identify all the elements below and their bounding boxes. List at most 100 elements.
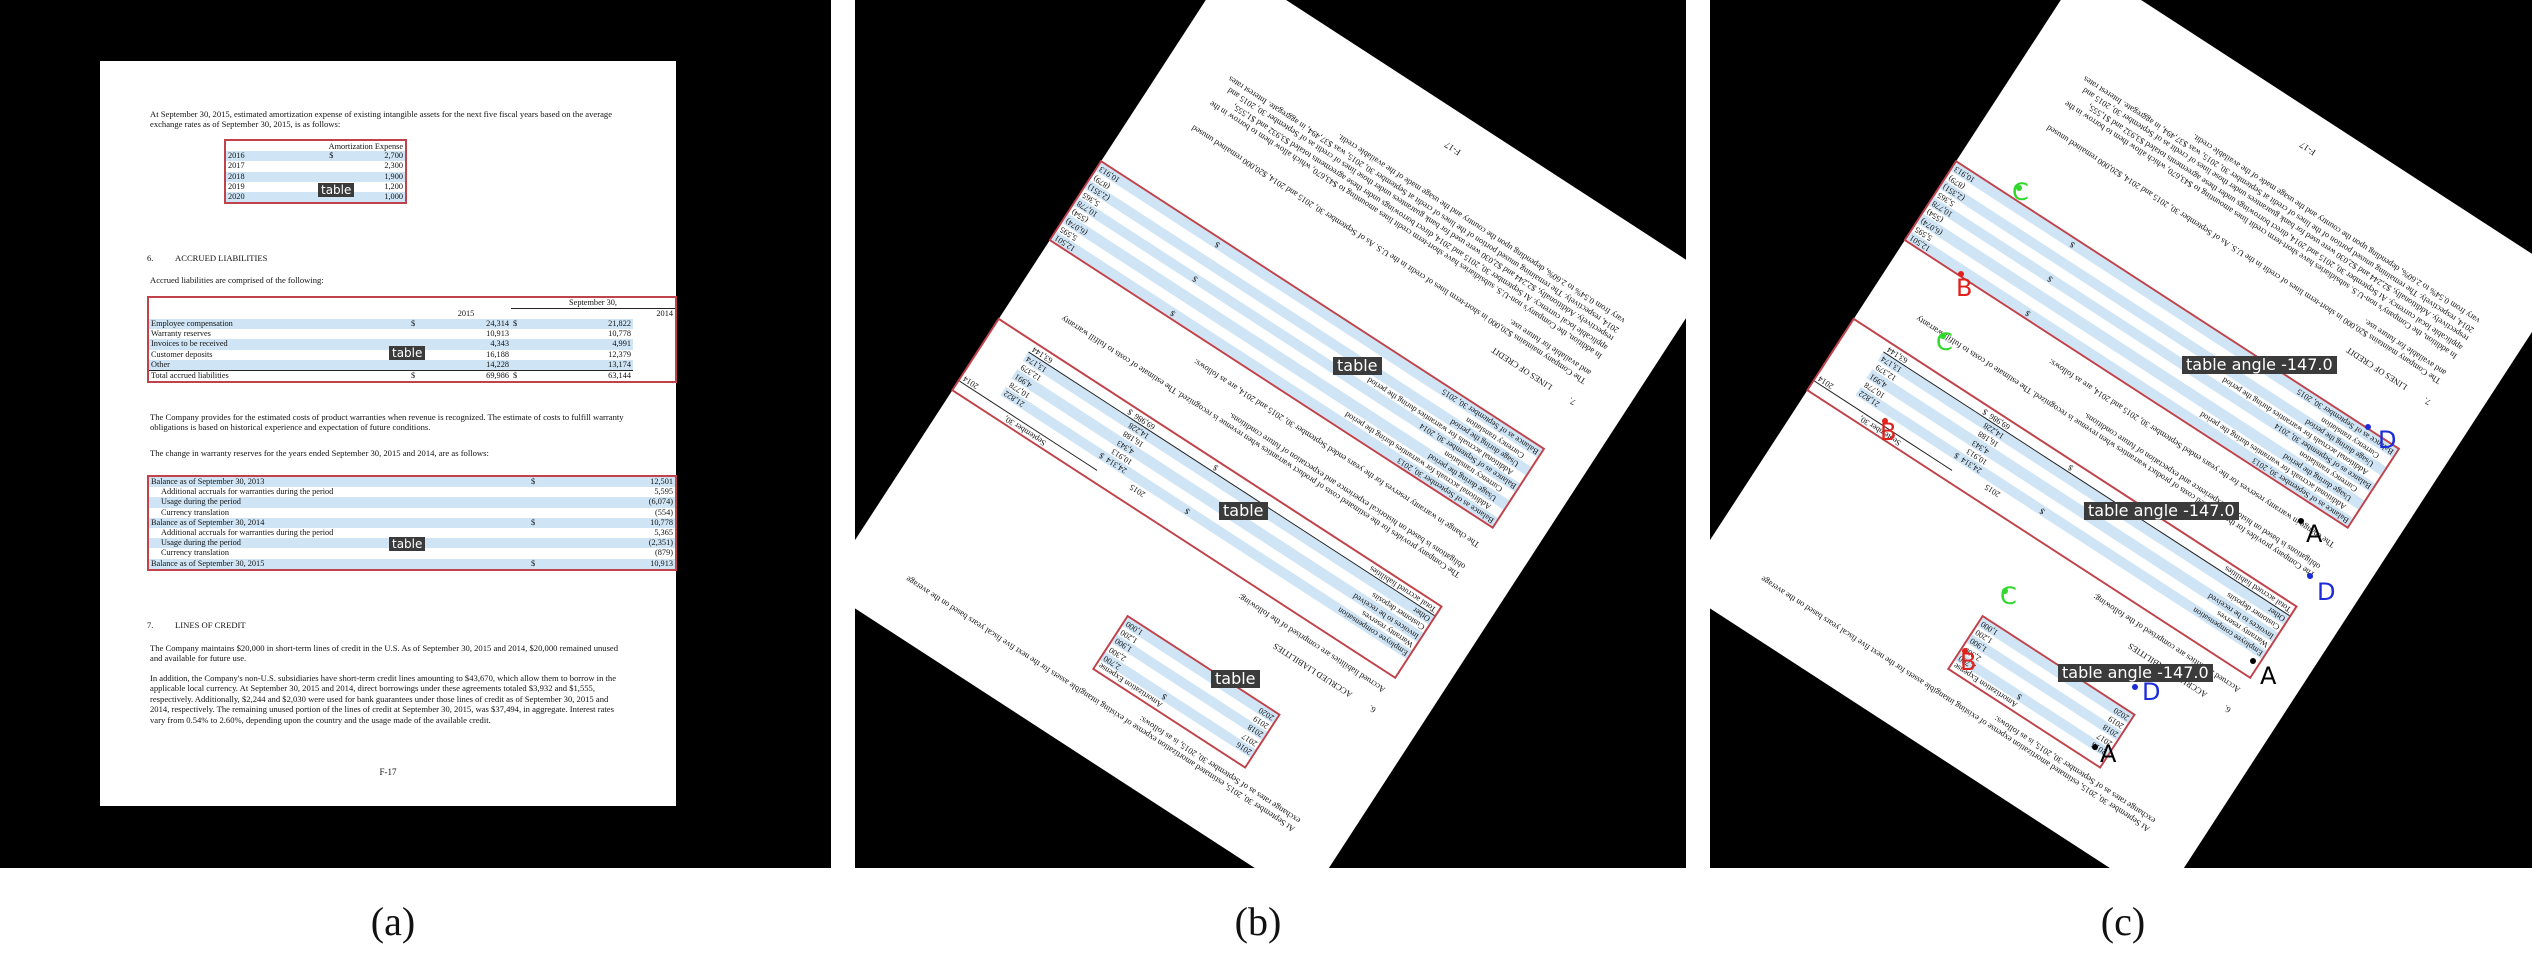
col-2014: 2014 xyxy=(633,308,675,319)
table-row: Employee compensation$24,314$21,822 xyxy=(149,319,675,330)
label-cell: Usage during the period xyxy=(149,497,529,508)
accrued-header-group: September 30, xyxy=(511,298,675,309)
panel-a-original: At September 30, 2015, estimated amortiz… xyxy=(0,0,831,868)
corner-b-marker xyxy=(1882,418,1888,424)
section-6-heading: 6. ACCRUED LIABILITIES xyxy=(147,253,267,263)
year-cell: 2019 xyxy=(228,181,245,191)
warranty-paragraph: The Company provides for the estimated c… xyxy=(150,412,624,433)
warranty-intro: The change in warranty reserves for the … xyxy=(150,448,489,458)
value-2015-cell: 16,188 xyxy=(486,349,509,359)
label-cell: Total accrued liabilities xyxy=(149,369,409,381)
corner-d-label: D xyxy=(2317,578,2336,606)
value-cell: (6,074) xyxy=(541,497,675,508)
currency-cell xyxy=(529,508,541,518)
label-cell: Usage during the period xyxy=(149,538,529,549)
corner-a-marker xyxy=(2092,744,2098,750)
label-cell: Additional accruals for warranties durin… xyxy=(161,528,334,538)
label-cell: Balance as of September 30, 2015 xyxy=(149,558,529,569)
section-number: 7. xyxy=(147,620,154,630)
value-cell: 5,365 xyxy=(654,528,673,538)
currency-cell: $ xyxy=(409,369,421,381)
label-cell: Customer deposits xyxy=(151,349,213,359)
corner-d-marker xyxy=(2307,573,2313,579)
table-tag: table xyxy=(1211,670,1260,688)
corner-a-label: A xyxy=(2100,740,2117,768)
accrued-liabilities-table: September 30, 2015 2014 Employee compensa… xyxy=(147,296,677,383)
label-cell: Balance as of September 30, 2014 xyxy=(149,517,529,528)
caption-c: (c) xyxy=(2100,899,2146,944)
label-cell: Balance as of September 30, 2013 xyxy=(149,477,529,488)
currency-cell xyxy=(529,487,541,497)
value-2014-cell: 10,778 xyxy=(608,329,631,339)
table-row: Balance as of September 30, 2014$10,778 xyxy=(149,517,675,528)
corner-d-marker xyxy=(2365,424,2371,430)
corner-a-label: A xyxy=(2260,662,2277,690)
accrued-intro: Accrued liabilities are comprised of the… xyxy=(150,275,324,285)
value-2014-cell: 12,379 xyxy=(608,349,631,359)
value-cell: 1,000 xyxy=(335,191,405,203)
corner-c-marker xyxy=(2016,185,2022,191)
section-number: 6. xyxy=(1366,703,1378,716)
corner-b-label: B xyxy=(1960,648,1977,676)
label-cell: Invoices to be received xyxy=(149,339,409,350)
section-number: 7. xyxy=(2421,395,2433,408)
table-row: 2020 1,000 xyxy=(226,191,405,203)
table-row: Currency translation(554) xyxy=(149,508,675,518)
section-title: ACCRUED LIABILITIES xyxy=(175,253,268,263)
section-title: LINES OF CREDIT xyxy=(175,620,246,630)
currency-cell xyxy=(409,339,421,350)
table-angle-tag: table angle -147.0 xyxy=(2182,356,2337,374)
currency-cell: $ xyxy=(529,477,541,488)
currency-cell xyxy=(511,339,523,350)
table-row: Total accrued liabilities$69,986$63,144 xyxy=(149,369,675,381)
corner-a-label: A xyxy=(2306,520,2323,548)
table-row: Additional accruals for warranties durin… xyxy=(149,487,675,497)
table-row: Balance as of September 30, 2013$12,501 xyxy=(149,477,675,488)
label-cell: Currency translation xyxy=(161,548,229,558)
currency-cell xyxy=(409,329,421,339)
value-cell: 2,300 xyxy=(384,161,403,171)
document-page-rotated: At September 30, 2015, estimated amortiz… xyxy=(855,0,1686,868)
page-number: F-17 xyxy=(379,767,397,777)
value-2014-cell: 21,822 xyxy=(523,319,633,330)
value-cell: 1,900 xyxy=(335,171,405,182)
currency-cell xyxy=(529,528,541,538)
currency-cell xyxy=(511,329,523,339)
label-cell: Other xyxy=(149,359,409,371)
panel-c-annotated: At September 30, 2015, estimated amortiz… xyxy=(1710,0,2532,868)
section-number: 7. xyxy=(1566,395,1578,408)
currency-cell xyxy=(529,538,541,549)
currency-cell: $ xyxy=(529,558,541,569)
page-number: F-17 xyxy=(2297,139,2318,158)
currency-cell xyxy=(409,359,421,371)
currency-cell: $ xyxy=(511,369,523,381)
table-angle-tag: table angle -147.0 xyxy=(2084,502,2239,520)
document-page-rotated: At September 30, 2015, estimated amortiz… xyxy=(1710,0,2532,868)
table-tag: table xyxy=(1219,502,1268,520)
value-cell: (2,351) xyxy=(541,538,675,549)
currency-cell xyxy=(511,359,523,371)
intro-paragraph: At September 30, 2015, estimated amortiz… xyxy=(150,109,613,130)
table-angle-tag: table angle -147.0 xyxy=(2058,664,2213,682)
value-cell: 10,778 xyxy=(541,517,675,528)
value-cell: 2,700 xyxy=(335,151,405,162)
value-2014-cell: 13,174 xyxy=(523,359,633,371)
value-2014-cell: 4,991 xyxy=(523,339,633,350)
label-cell: Warranty reserves xyxy=(151,329,211,339)
section-number: 6. xyxy=(2221,703,2233,716)
value-2015-cell: 10,913 xyxy=(486,329,509,339)
corner-c-label: C xyxy=(2000,582,2017,610)
corner-a-marker xyxy=(2298,518,2304,524)
table-row: Customer deposits 16,188 12,379 xyxy=(149,350,675,360)
section-number: 6. xyxy=(147,253,154,263)
table-tag: table xyxy=(318,183,355,197)
table-tag: table xyxy=(1333,357,1382,375)
table-row: Additional accruals for warranties durin… xyxy=(149,528,675,538)
col-2015: 2015 xyxy=(421,308,511,319)
year-cell: 2018 xyxy=(226,171,290,182)
year-cell: 2020 xyxy=(226,191,290,203)
table-row: 2018 1,900 xyxy=(226,171,405,182)
currency-cell: $ xyxy=(409,319,421,330)
